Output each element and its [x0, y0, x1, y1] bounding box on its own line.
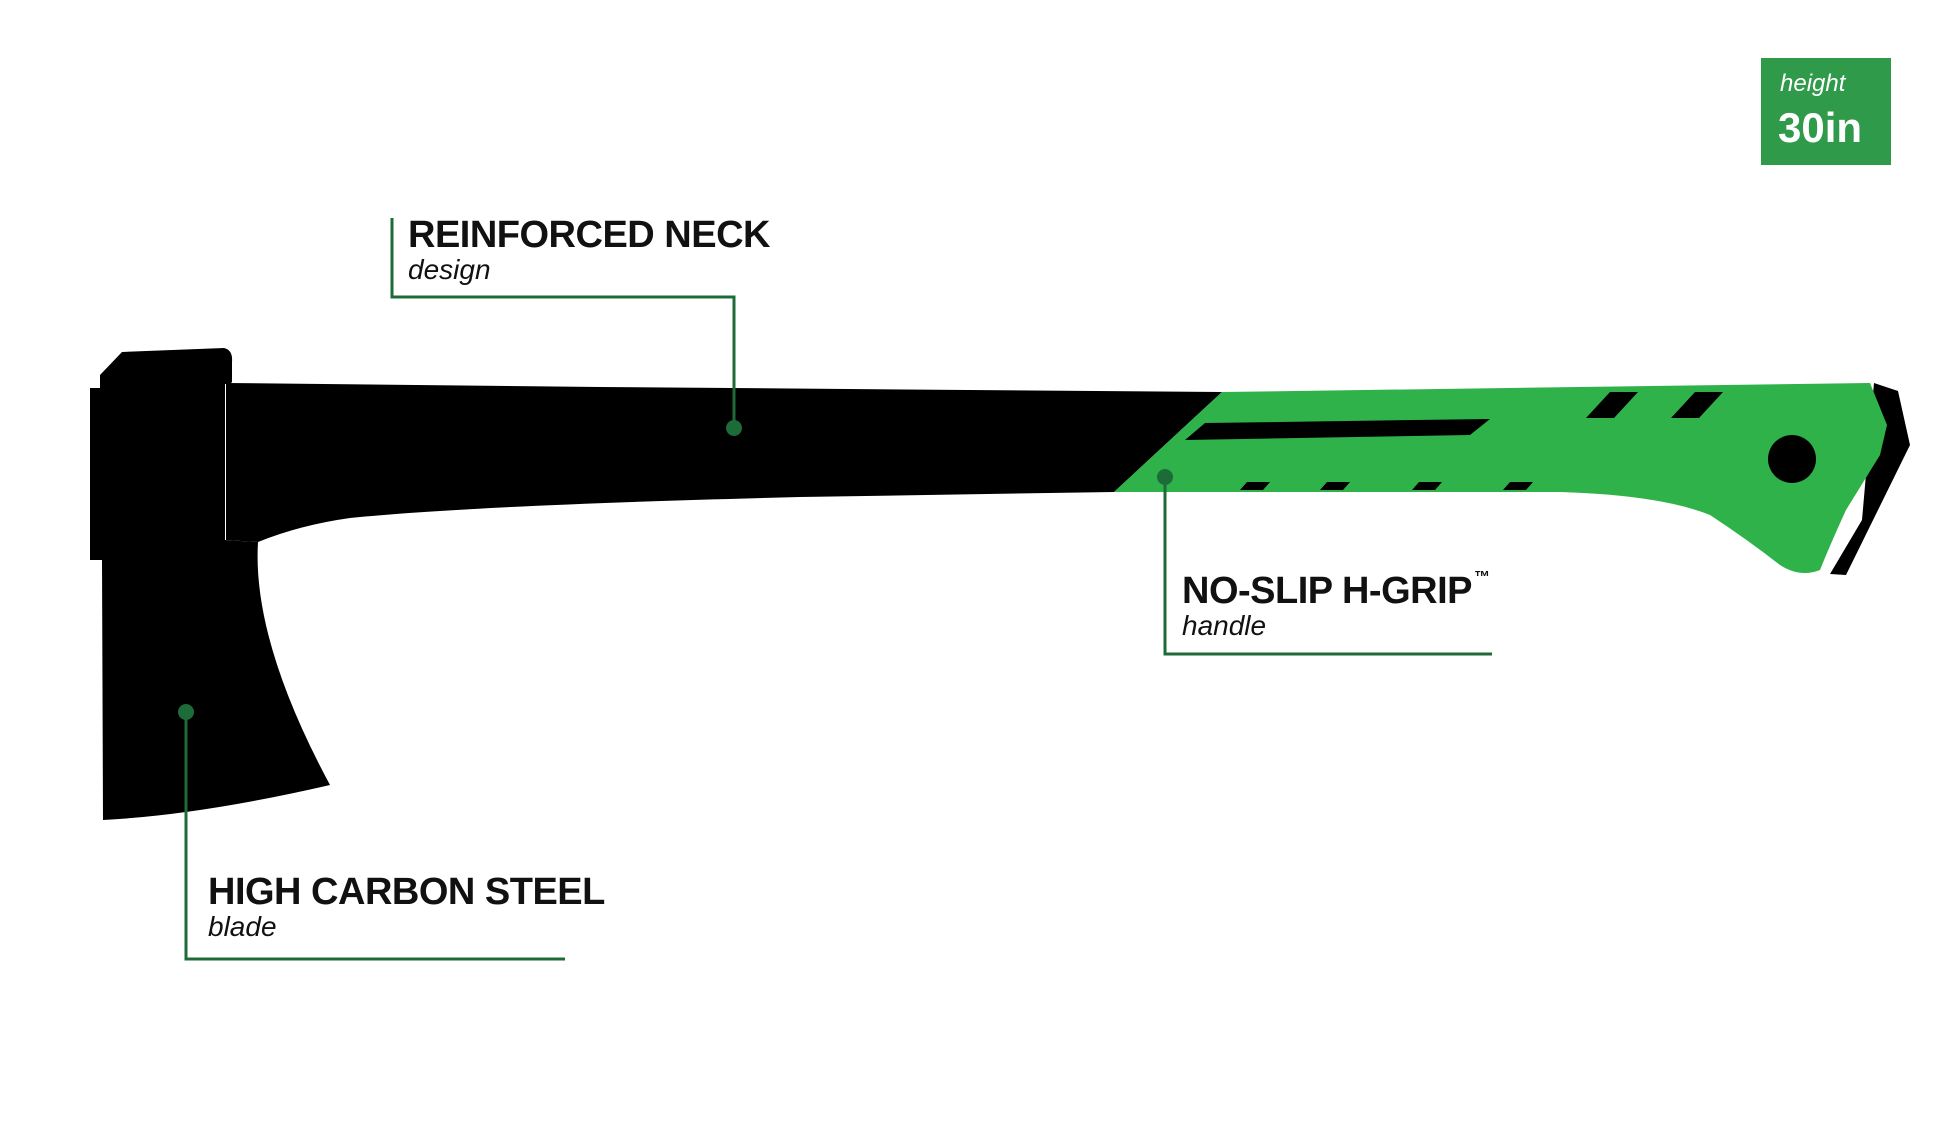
blade-callout-subtitle: blade: [208, 911, 277, 942]
axe-blade: [90, 348, 330, 820]
axe-shaft: [226, 383, 1222, 542]
neck-callout-dot: [726, 420, 742, 436]
neck-callout-line: [390, 218, 736, 428]
grip-callout-subtitle: handle: [1182, 610, 1267, 641]
blade-callout-dot: [178, 704, 194, 720]
grip-grooves: [1185, 392, 1723, 490]
neck-callout-title: REINFORCED NECK: [408, 214, 770, 256]
height-badge-value: 30in: [1778, 104, 1863, 151]
grip-callout-line: [1163, 477, 1492, 656]
grip-shadow: [1830, 383, 1910, 575]
callout-lines: [184, 218, 1492, 961]
grip-body: [1114, 383, 1887, 574]
height-badge-label: height: [1780, 70, 1846, 97]
trademark-symbol: ™: [1474, 569, 1490, 586]
grip-callout-dot: [1157, 469, 1173, 485]
lanyard-hole: [1768, 435, 1816, 483]
blade-callout-line: [184, 712, 565, 961]
neck-callout-subtitle: design: [408, 254, 491, 285]
blade-callout-title: HIGH CARBON STEEL: [208, 871, 605, 913]
height-badge: height 30in: [1761, 58, 1891, 165]
grip-callout-title-text: NO-SLIP H-GRIP: [1182, 570, 1473, 612]
callout-dots: [178, 420, 1173, 720]
